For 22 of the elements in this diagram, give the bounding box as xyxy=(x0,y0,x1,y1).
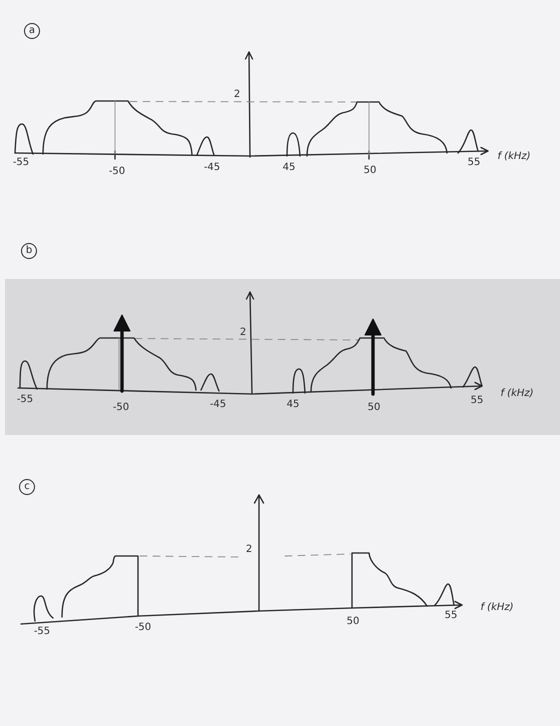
tick-label: -45 xyxy=(204,162,220,174)
tick-label: 50 xyxy=(368,402,380,414)
tick-label: -55 xyxy=(16,394,34,406)
tick-label: -55 xyxy=(12,157,30,169)
tick-label: 50 xyxy=(364,165,376,177)
tick-label: -45 xyxy=(210,399,226,411)
tick-label: -50 xyxy=(108,166,126,178)
tick-label: -50 xyxy=(134,622,152,634)
tick-label: 55 xyxy=(470,395,484,407)
tick-label: 55 xyxy=(468,157,480,169)
axis-label: f (kHz) xyxy=(500,388,534,400)
tick-label: 45 xyxy=(282,162,296,174)
tick-label: 45 xyxy=(286,399,300,411)
panel-label: c xyxy=(19,479,35,495)
tick-label: -50 xyxy=(112,402,130,414)
axis-label: f (kHz) xyxy=(480,602,514,614)
panel-label: b xyxy=(21,243,37,259)
axis-label: f (kHz) xyxy=(497,151,531,163)
tick-label: 2 xyxy=(240,327,246,339)
panel-label: a xyxy=(24,23,40,39)
tick-label: 2 xyxy=(234,89,240,101)
tick-label: -55 xyxy=(34,626,50,638)
